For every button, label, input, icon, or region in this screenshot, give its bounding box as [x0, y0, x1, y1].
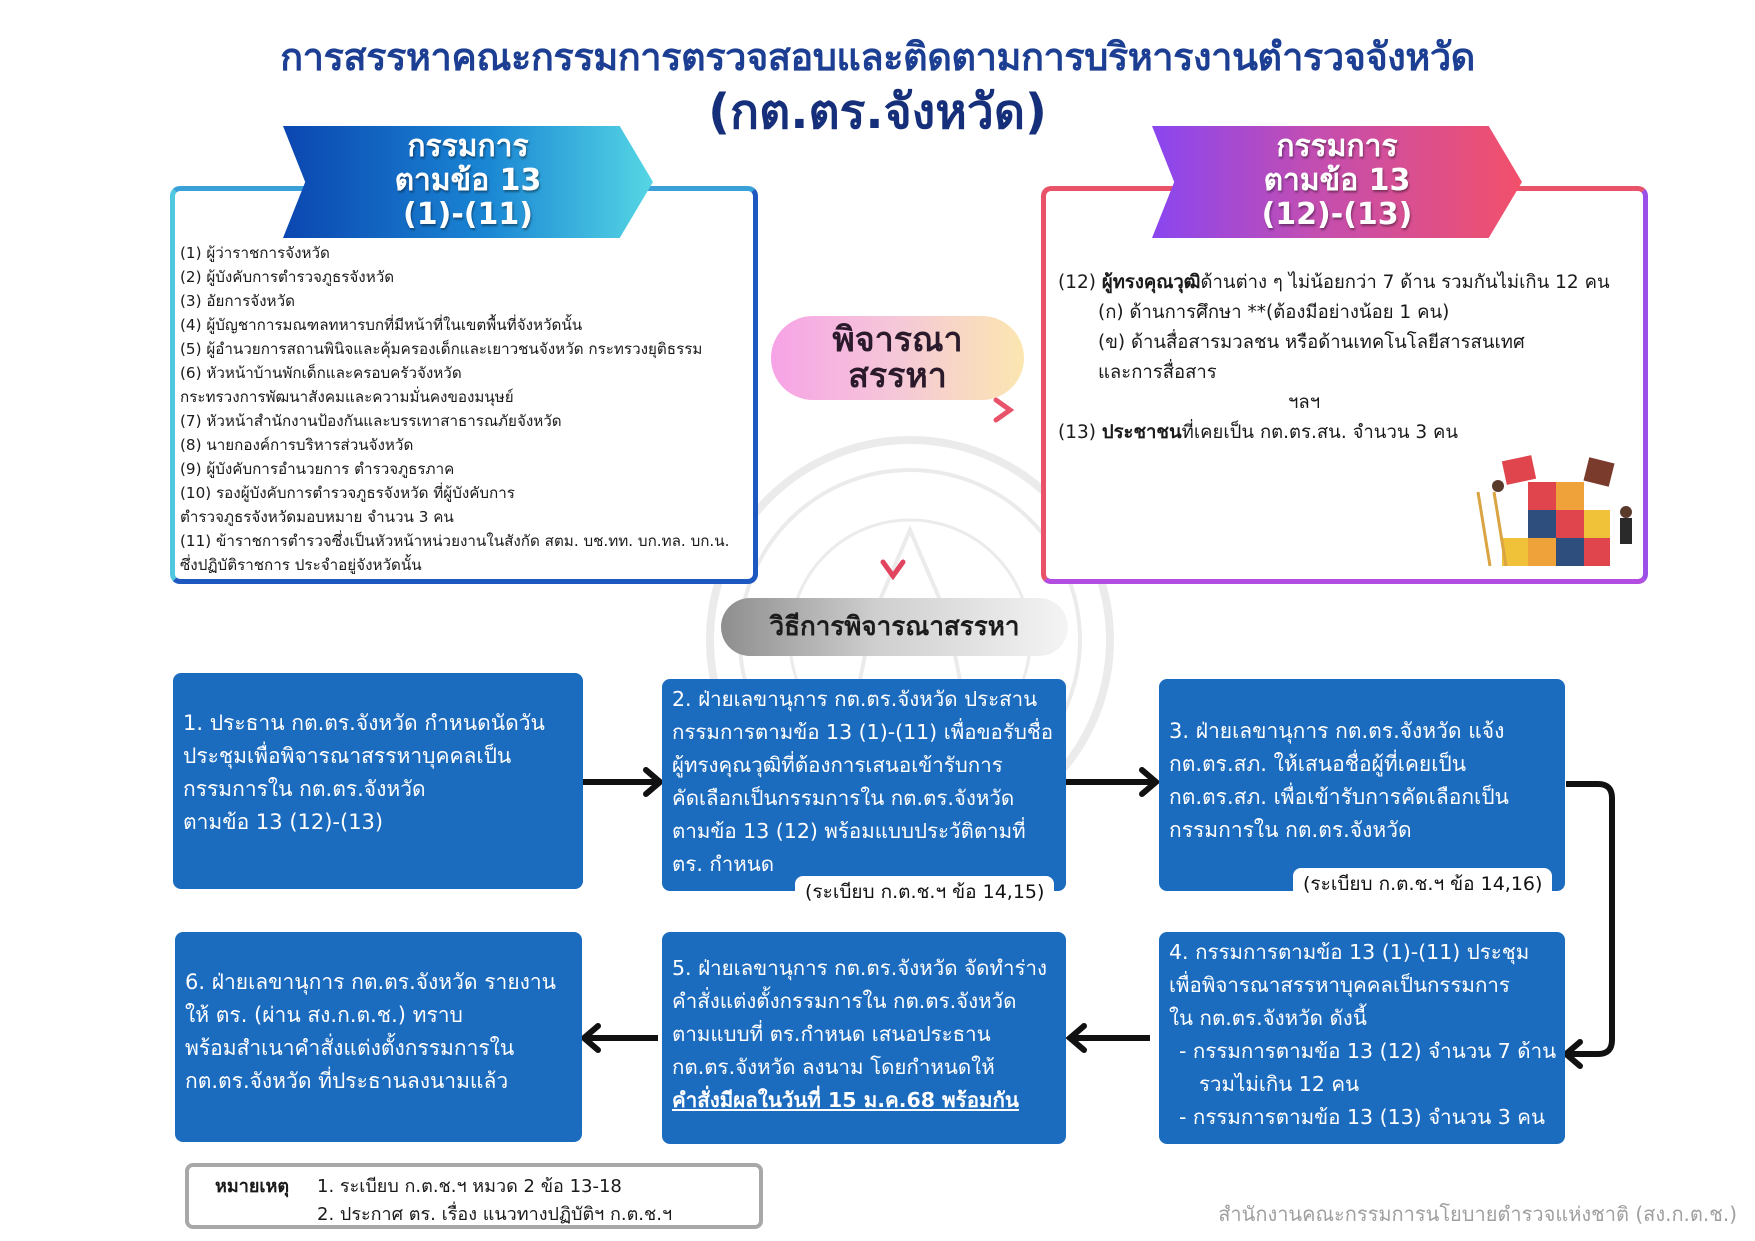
- step-5-line: กต.ตร.จังหวัด ลงนาม โดยกำหนดให้: [672, 1055, 995, 1079]
- item-12-sub-b: (ข) ด้านสื่อสารมวลชน หรือด้านเทคโนโลยีสา…: [1098, 332, 1525, 353]
- list-item: (6) หัวหน้าบ้านพักเด็กและครอบครัวจังหวัด: [180, 364, 462, 382]
- step-5-line: ตามแบบที่ ตร.กำหนด เสนอประธาน: [672, 1022, 991, 1046]
- step-4-box: 4. กรรมการตามข้อ 13 (1)-(11) ประชุม เพื่…: [1159, 932, 1565, 1144]
- footer-agency: สำนักงานคณะกรรมการนโยบายตำรวจแห่งชาติ (ส…: [1218, 1202, 1737, 1226]
- ribbon-line: กรรมการ: [407, 129, 529, 164]
- item-12-number: (12): [1058, 272, 1102, 293]
- consider-recruit-pill: พิจารณา สรรหา: [771, 316, 1024, 400]
- list-item: (9) ผู้บังคับการอำนวยการ ตำรวจภูธรภาค: [180, 460, 455, 478]
- list-item: (10) รองผู้บังคับการตำรวจภูธรจังหวัด ที่…: [180, 484, 515, 502]
- step-6-box: 6. ฝ่ายเลขานุการ กต.ตร.จังหวัด รายงาน ให…: [175, 932, 582, 1142]
- step-1-box: 1. ประธาน กต.ตร.จังหวัด กำหนดนัดวัน ประช…: [173, 673, 583, 889]
- item-12: (12) ผู้ทรงคุณวุฒิด้านต่าง ๆ ไม่น้อยกว่า…: [1058, 268, 1648, 298]
- list-item: ซึ่งปฏิบัติราชการ ประจำอยู่จังหวัดนั้น: [180, 556, 422, 574]
- step-5-line: 5. ฝ่ายเลขานุการ กต.ตร.จังหวัด จัดทำร่าง: [672, 956, 1048, 980]
- step-2-line: ตามข้อ 13 (12) พร้อมแบบประวัติตามที่: [672, 819, 1026, 843]
- step-3-box: 3. ฝ่ายเลขานุการ กต.ตร.จังหวัด แจ้ง กต.ต…: [1159, 679, 1565, 891]
- ribbon-line: (12)-(13): [1261, 197, 1413, 232]
- consider-line: พิจารณา: [832, 320, 963, 360]
- arrow-step2-to-step3-head: [1139, 767, 1161, 797]
- list-item: ตำรวจภูธรจังหวัดมอบหมาย จำนวน 3 คน: [180, 508, 454, 526]
- committee-1-11-panel: [170, 186, 758, 584]
- step-6-line: 6. ฝ่ายเลขานุการ กต.ตร.จังหวัด รายงาน: [185, 970, 557, 994]
- step-3-line: กต.ตร.สภ. ให้เสนอชื่อผู้ที่เคยเป็น: [1169, 752, 1467, 776]
- step-3-regulation-ref: (ระเบียบ ก.ต.ช.ฯ ข้อ 14,16): [1293, 868, 1553, 900]
- step-1-line: 1. ประธาน กต.ตร.จังหวัด กำหนดนัดวัน: [183, 711, 545, 735]
- ribbon-line: ตามข้อ 13: [394, 163, 542, 198]
- note-line: 2. ประกาศ ตร. เรื่อง แนวทางปฏิบัติฯ ก.ต.…: [317, 1204, 673, 1225]
- step-2-regulation-ref: (ระเบียบ ก.ต.ช.ฯ ข้อ 14,15): [795, 876, 1055, 908]
- step-4-line: 4. กรรมการตามข้อ 13 (1)-(11) ประชุม: [1169, 940, 1530, 964]
- step-2-box: 2. ฝ่ายเลขานุการ กต.ตร.จังหวัด ประสาน กร…: [662, 679, 1066, 891]
- step-1-line: ประชุมเพื่อพิจารณาสรรหาบุคคลเป็น: [183, 744, 512, 768]
- item-13-text: ที่เคยเป็น กต.ตร.สน. จำนวน 3 คน: [1181, 422, 1459, 443]
- step-4-line: - กรรมการตามข้อ 13 (12) จำนวน 7 ด้าน: [1179, 1039, 1557, 1063]
- step-4-line: รวมไม่เกิน 12 คน: [1199, 1072, 1360, 1096]
- arrow-step3-to-step4: [1566, 781, 1615, 1057]
- step-6-line: พร้อมสำเนาคำสั่งแต่งตั้งกรรมการใน: [185, 1036, 515, 1060]
- note-label: หมายเหตุ: [215, 1176, 290, 1197]
- list-item: กระทรวงการพัฒนาสังคมและความมั่นคงของมนุษ…: [180, 388, 514, 406]
- arrow-to-right-panel-head: [993, 397, 1015, 423]
- arrow-step5-to-step6-head: [579, 1023, 601, 1053]
- item-12-sub-b-cont: และการสื่อสาร: [1098, 362, 1217, 383]
- step-4-line: ใน กต.ตร.จังหวัด ดังนี้: [1169, 1006, 1367, 1030]
- item-13: (13) ประชาชนที่เคยเป็น กต.ตร.สน. จำนวน 3…: [1058, 418, 1648, 448]
- step-5-line: คำสั่งแต่งตั้งกรรมการใน กต.ตร.จังหวัด: [672, 989, 1017, 1013]
- ribbon-line: (1)-(11): [403, 197, 533, 232]
- consider-line: สรรหา: [848, 356, 947, 396]
- list-item: (4) ผู้บัญชาการมณฑลทหารบกที่มีหน้าที่ในเ…: [180, 316, 583, 334]
- committee-12-13-list: (12) ผู้ทรงคุณวุฒิด้านต่าง ๆ ไม่น้อยกว่า…: [1058, 268, 1648, 448]
- list-item: (5) ผู้อำนวยการสถานพินิจและคุ้มครองเด็กแ…: [180, 340, 703, 358]
- list-item: (3) อัยการจังหวัด: [180, 292, 295, 310]
- step-1-line: ตามข้อ 13 (12)-(13): [183, 810, 384, 834]
- ribbon-line: กรรมการ: [1276, 129, 1398, 164]
- step-5-box: 5. ฝ่ายเลขานุการ กต.ตร.จังหวัด จัดทำร่าง…: [662, 932, 1066, 1144]
- item-13-number: (13): [1058, 422, 1102, 443]
- step-4-line: - กรรมการตามข้อ 13 (13) จำนวน 3 คน: [1179, 1105, 1546, 1129]
- step-2-line: ตร. กำหนด: [672, 852, 775, 876]
- step-3-line: 3. ฝ่ายเลขานุการ กต.ตร.จังหวัด แจ้ง: [1169, 719, 1505, 743]
- step-4-line: เพื่อพิจารณาสรรหาบุคคลเป็นกรรมการ: [1169, 973, 1510, 997]
- committee-1-11-list: (1) ผู้ว่าราชการจังหวัด (2) ผู้บังคับการ…: [180, 241, 752, 577]
- item-12-etc: ฯลฯ: [1288, 392, 1321, 413]
- item-12-title: ผู้ทรงคุณวุฒิ: [1101, 272, 1201, 293]
- step-6-line: กต.ตร.จังหวัด ที่ประธานลงนามแล้ว: [185, 1069, 509, 1093]
- arrow-step4-to-step5-head: [1065, 1023, 1087, 1053]
- step-2-line: คัดเลือกเป็นกรรมการใน กต.ตร.จังหวัด: [672, 786, 1015, 810]
- arrow-step3-to-step4-head: [1561, 1039, 1583, 1069]
- step-2-line: กรรมการตามข้อ 13 (1)-(11) เพื่อขอรับชื่อ: [672, 720, 1054, 744]
- step-3-line: กรรมการใน กต.ตร.จังหวัด: [1169, 818, 1412, 842]
- note-line: 1. ระเบียบ ก.ต.ช.ฯ หมวด 2 ข้อ 13-18: [317, 1176, 622, 1197]
- committee-12-13-ribbon: กรรมการ ตามข้อ 13 (12)-(13): [1152, 126, 1522, 238]
- list-item: (11) ข้าราชการตำรวจซึ่งเป็นหัวหน้าหน่วยง…: [180, 532, 730, 550]
- list-item: (7) หัวหน้าสำนักงานป้องกันและบรรเทาสาธาร…: [180, 412, 562, 430]
- step-2-line: 2. ฝ่ายเลขานุการ กต.ตร.จังหวัด ประสาน: [672, 687, 1038, 711]
- page-title: การสรรหาคณะกรรมการตรวจสอบและติดตามการบริ…: [280, 35, 1475, 79]
- ribbon-line: ตามข้อ 13: [1263, 163, 1411, 198]
- puzzle-illustration: [1476, 455, 1632, 567]
- arrow-step1-to-step2-head: [643, 767, 665, 797]
- item-13-title: ประชาชน: [1101, 422, 1182, 443]
- step-2-line: ผู้ทรงคุณวุฒิที่ต้องการเสนอเข้ารับการ: [672, 753, 1003, 777]
- note-box: หมายเหตุ 1. ระเบียบ ก.ต.ช.ฯ หมวด 2 ข้อ 1…: [185, 1163, 763, 1229]
- arrow-down-to-method-head: [880, 559, 906, 581]
- list-item: (2) ผู้บังคับการตำรวจภูธรจังหวัด: [180, 268, 395, 286]
- list-item: (8) นายกองค์การบริหารส่วนจังหวัด: [180, 436, 414, 454]
- method-title: วิธีการพิจารณาสรรหา: [721, 598, 1068, 656]
- item-12-sub-a: (ก) ด้านการศึกษา **(ต้องมีอย่างน้อย 1 คน…: [1098, 302, 1450, 323]
- page-subtitle: (กต.ตร.จังหวัด): [708, 84, 1047, 140]
- step-6-line: ให้ ตร. (ผ่าน สง.ก.ต.ช.) ทราบ: [185, 1003, 463, 1027]
- step-1-line: กรรมการใน กต.ตร.จังหวัด: [183, 777, 426, 801]
- list-item: (1) ผู้ว่าราชการจังหวัด: [180, 244, 330, 262]
- item-12-text: ด้านต่าง ๆ ไม่น้อยกว่า 7 ด้าน รวมกันไม่เ…: [1200, 272, 1610, 293]
- committee-1-11-ribbon: กรรมการ ตามข้อ 13 (1)-(11): [283, 126, 653, 238]
- step-5-effective-date: คำสั่งมีผลในวันที่ 15 ม.ค.68 พร้อมกัน: [672, 1088, 1019, 1112]
- step-3-line: กต.ตร.สภ. เพื่อเข้ารับการคัดเลือกเป็น: [1169, 785, 1509, 809]
